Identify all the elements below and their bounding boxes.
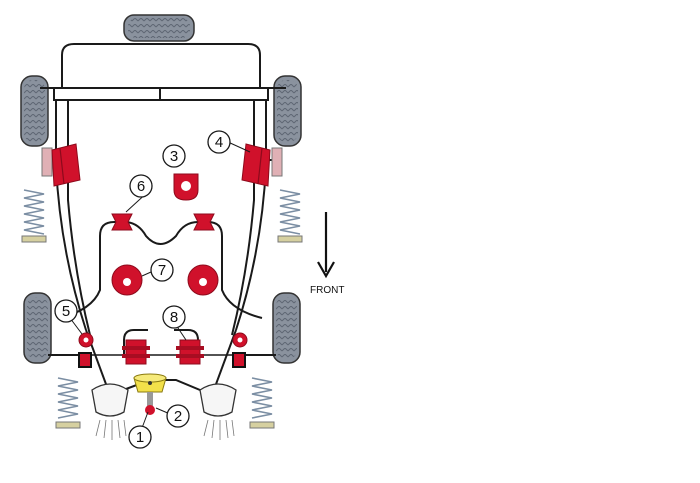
wheel-front-left	[20, 75, 49, 147]
callout-6-text: 6	[137, 178, 145, 195]
lamp-left	[91, 383, 129, 440]
diff-mount	[133, 373, 167, 415]
lamp-right	[199, 383, 237, 440]
callout-8: 8	[162, 305, 186, 329]
bushing-item-8-left	[122, 339, 150, 365]
callout-3-text: 3	[170, 148, 178, 165]
chassis-frame	[40, 43, 286, 396]
callout-1-text: 1	[136, 429, 144, 446]
wheel-rear-right	[272, 292, 301, 364]
callout-4: 4	[207, 130, 231, 154]
bushing-front-right	[241, 143, 283, 187]
bushing-item-5-right	[232, 332, 248, 368]
wheel-rear-left	[23, 292, 52, 364]
spring-front-left	[21, 189, 47, 243]
callout-5: 5	[54, 299, 78, 323]
callout-7-text: 7	[158, 262, 166, 279]
bushing-item-6-right	[193, 213, 215, 231]
front-arrow-icon	[317, 212, 335, 279]
spring-front-right	[277, 189, 303, 243]
callout-2: 2	[166, 404, 190, 428]
bushing-item-7-left	[111, 264, 143, 296]
callout-6: 6	[129, 174, 153, 198]
wheel-front-right	[273, 75, 302, 147]
bushing-item-8-right	[176, 339, 204, 365]
callout-8-text: 8	[170, 309, 178, 326]
spring-rear-left	[55, 377, 81, 429]
callout-7: 7	[150, 258, 174, 282]
bushing-item-3	[173, 173, 199, 201]
callout-1: 1	[128, 425, 152, 449]
bushing-item-7-right	[187, 264, 219, 296]
front-label: FRONT	[310, 285, 344, 296]
spring-rear-right	[249, 377, 275, 429]
callout-5-text: 5	[62, 303, 70, 320]
bushing-item-5-left	[78, 332, 94, 368]
spare-wheel	[123, 14, 195, 42]
callout-4-text: 4	[215, 134, 223, 151]
callout-3: 3	[162, 144, 186, 168]
bushing-front-left	[41, 143, 81, 187]
callout-2-text: 2	[174, 408, 182, 425]
bushing-item-6-left	[111, 213, 133, 231]
